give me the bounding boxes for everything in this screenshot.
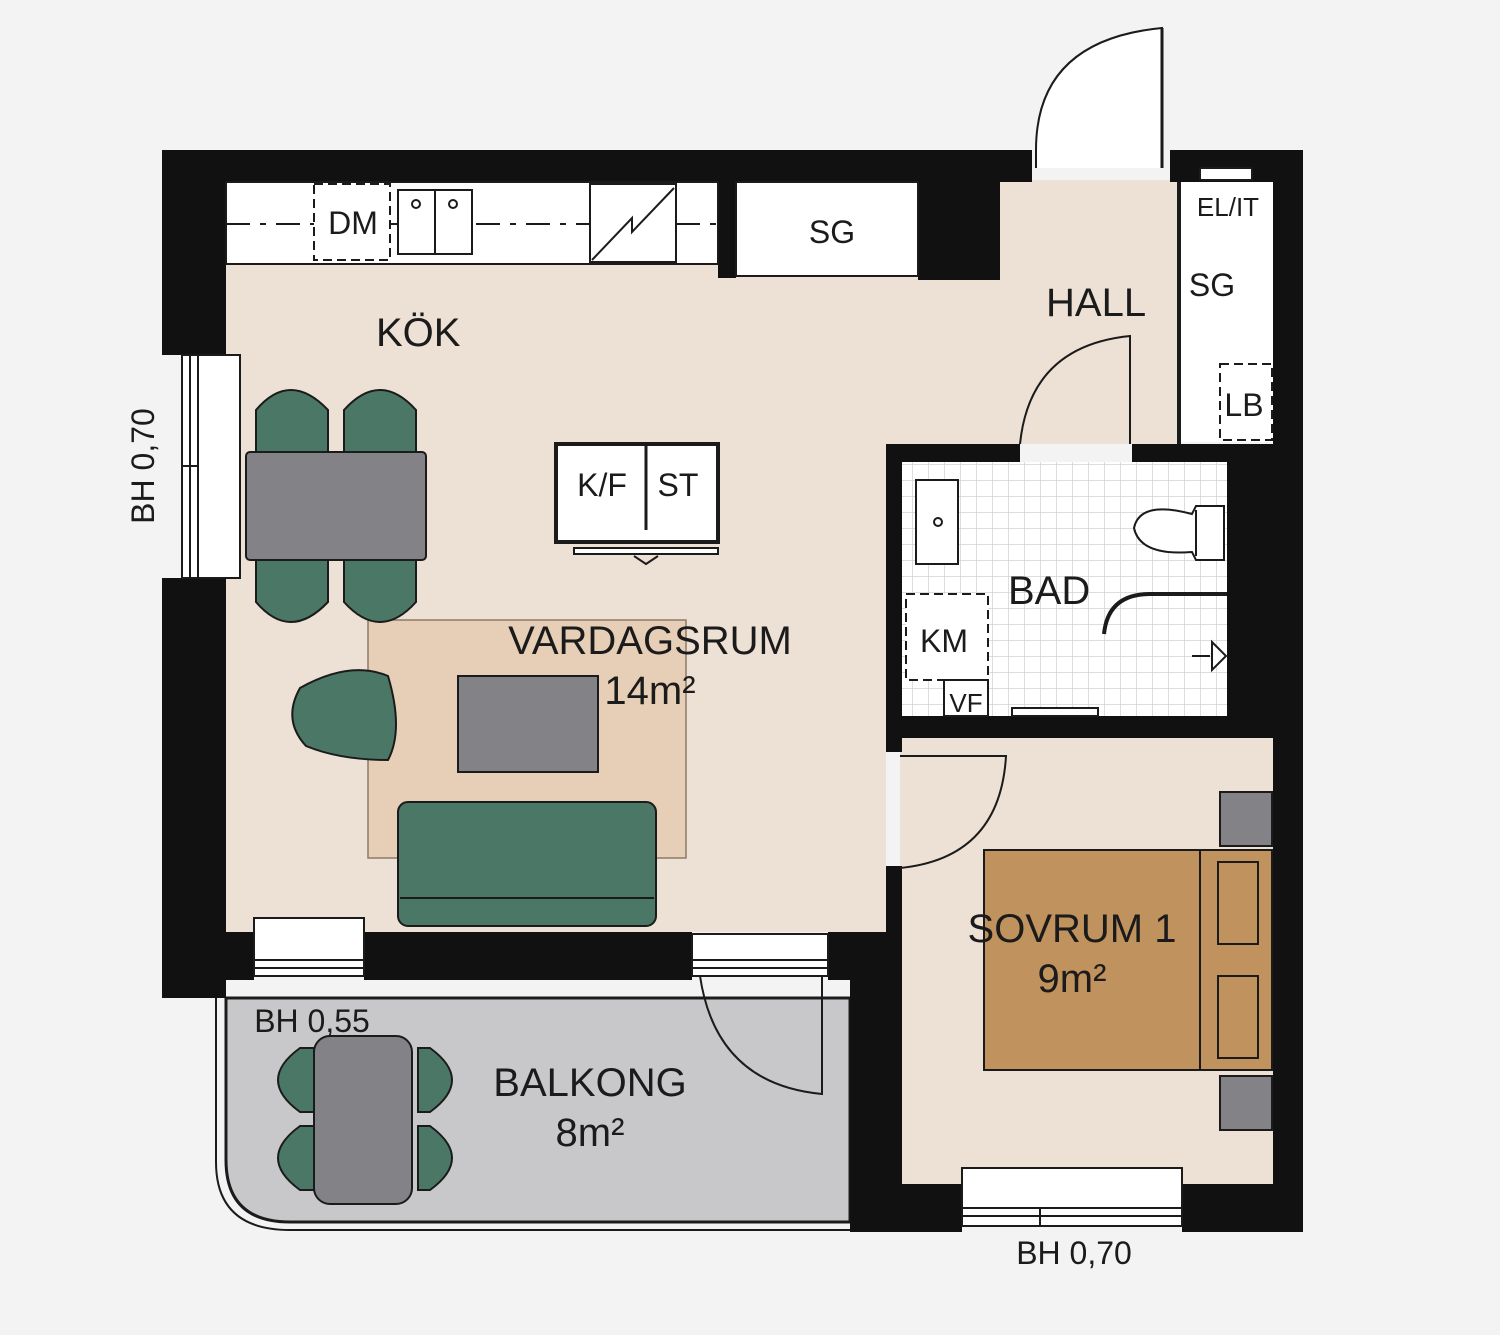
water-heater [943, 679, 989, 717]
window-bedroom [961, 1167, 1183, 1227]
bedroom-furniture [983, 791, 1273, 1131]
wall-living-bottom-c [828, 932, 902, 980]
balcony-chair [417, 1125, 453, 1191]
label-st: ST [658, 467, 699, 503]
sink-drain-b [448, 199, 458, 209]
windows [181, 167, 1253, 1227]
dining-chair [255, 559, 329, 623]
balcony-door[interactable] [699, 975, 823, 1096]
toilet [1132, 505, 1225, 561]
living-furniture [291, 669, 657, 927]
bedroom-door[interactable] [899, 755, 1008, 869]
wall-cabinet-side [718, 182, 736, 278]
label-kok: KÖK [376, 311, 461, 355]
label-el-it: EL/IT [1197, 192, 1259, 222]
label-hall: HALL [1046, 281, 1146, 325]
wall-bedroom-bottom-right [1182, 1184, 1303, 1232]
coffee-table [457, 675, 599, 773]
wardrobe-kitchen [735, 181, 919, 277]
pillow [1217, 861, 1259, 945]
label-balkong: BALKONG [493, 1061, 686, 1105]
bathroom-fixtures [905, 479, 1228, 717]
wall-bath-bottom [886, 716, 1273, 738]
wall-living-bottom-a [226, 932, 254, 980]
wall-bath-top-left [886, 444, 1020, 462]
balcony-rail [215, 998, 850, 1231]
wall-top-left [162, 150, 1032, 182]
label-balkong-area: 8m² [556, 1111, 625, 1155]
label-km: KM [920, 623, 968, 659]
label-vardagsrum-area: 14m² [604, 669, 695, 713]
dishwasher [313, 183, 391, 261]
bathroom-door[interactable] [1019, 334, 1131, 445]
label-sovrum: SOVRUM 1 [968, 907, 1177, 951]
dining-set [245, 389, 427, 623]
label-window-balcony: BH 0,55 [254, 1003, 370, 1039]
dining-chair [343, 389, 417, 453]
labels: KÖK VARDAGSRUM 14m² HALL BAD SOVRUM 1 9m… [125, 192, 1264, 1271]
balcony-chair [277, 1047, 315, 1113]
washbasin-drain [933, 517, 943, 527]
wall-bedroom-left [850, 932, 902, 1232]
armchair [291, 669, 397, 762]
label-lb: LB [1224, 387, 1263, 423]
shower-screen [1102, 592, 1227, 635]
kitchen-counter [225, 181, 919, 277]
nightstand [1219, 791, 1273, 847]
label-dm: DM [328, 205, 378, 241]
sofa [397, 801, 657, 927]
closet-divider [1177, 182, 1181, 444]
label-window-bedroom: BH 0,70 [1016, 1235, 1132, 1271]
label-sg-kitchen: SG [809, 214, 855, 250]
fridge-block [554, 442, 720, 544]
label-bad: BAD [1008, 569, 1090, 613]
fridge-freezer [554, 442, 720, 566]
window-closet [1199, 167, 1253, 181]
sink [397, 189, 473, 255]
label-window-left: BH 0,70 [125, 408, 161, 524]
sink-drain-a [411, 199, 421, 209]
dining-table [245, 451, 427, 561]
label-kf: K/F [577, 467, 627, 503]
washbasin [915, 479, 959, 565]
wall-living-bottom-b [364, 932, 692, 980]
wall-right [1273, 150, 1303, 1232]
doors [699, 26, 1164, 1096]
window-balcony-left [253, 917, 365, 977]
wall-pillar [918, 182, 1000, 280]
label-vardagsrum: VARDAGSRUM [508, 619, 792, 663]
window-balcony-door [691, 933, 829, 977]
walls [162, 150, 1303, 1232]
wall-bedroom-jamb [886, 866, 902, 934]
fridge-mark [633, 555, 659, 566]
fridge-base [573, 547, 719, 555]
bath-vent [1011, 707, 1099, 717]
stove-zigzag [591, 187, 675, 261]
dining-chair [343, 559, 417, 623]
label-sovrum-area: 9m² [1038, 957, 1107, 1001]
stove [589, 183, 677, 263]
balcony-table [313, 1035, 413, 1205]
shower-drain [1211, 639, 1228, 673]
dining-chair [255, 389, 329, 453]
wall-bath-right [1227, 444, 1273, 738]
washing-machine [905, 593, 989, 681]
linen-cabinet [1219, 363, 1273, 441]
label-vf: VF [949, 688, 982, 718]
balcony-chair [417, 1047, 453, 1113]
nightstand [1219, 1075, 1273, 1131]
label-sg-hall: SG [1189, 267, 1235, 303]
pillow [1217, 975, 1259, 1059]
wall-left-upper [162, 150, 226, 355]
entrance-door[interactable] [1035, 26, 1163, 168]
balcony-furniture [277, 1035, 453, 1205]
balcony-chair [277, 1125, 315, 1191]
wall-bath-left [886, 444, 902, 752]
wall-left-lower [162, 578, 226, 998]
